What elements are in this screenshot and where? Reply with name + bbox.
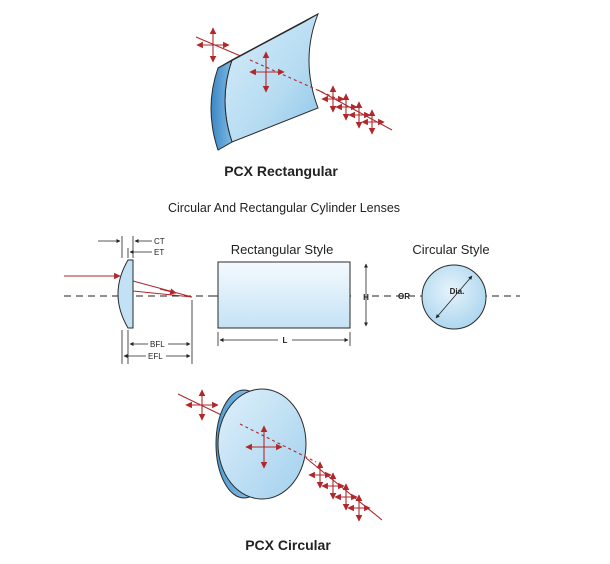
polarization-crosses-right-circular <box>308 461 371 522</box>
pcx-circular-illustration <box>177 388 383 522</box>
circular-lens-face <box>217 388 307 500</box>
rectangular-style-lens <box>217 261 351 329</box>
outgoing-ray <box>317 89 393 131</box>
diameter-label: Dia. <box>450 287 465 296</box>
circular-style-label: Circular Style <box>412 242 489 257</box>
ct-label: CT <box>154 237 165 246</box>
ray-inside-circular-lens <box>239 423 317 463</box>
rectangular-lens-face <box>224 12 319 143</box>
bfl-label: BFL <box>150 340 165 349</box>
ray-inside-lens <box>249 59 341 101</box>
polarization-cross-left-circular <box>185 389 219 421</box>
polarization-crosses-right <box>321 85 385 135</box>
outgoing-ray-circular <box>305 457 383 521</box>
rectangular-lens-top <box>217 13 319 69</box>
diameter-dimension <box>435 275 473 319</box>
pcx-circular-title: PCX Circular <box>245 537 331 553</box>
height-label: H <box>363 293 369 302</box>
polarization-cross-center <box>249 51 285 93</box>
polarization-cross-left <box>196 27 230 63</box>
side-view-diagram: CT ET BFL EFL <box>64 236 520 364</box>
polarization-cross-center-circular <box>245 425 283 469</box>
lens-side-profile <box>117 259 134 329</box>
diagram-subtitle: Circular And Rectangular Cylinder Lenses <box>168 201 400 215</box>
or-label: OR <box>398 292 410 301</box>
length-label: L <box>283 336 288 345</box>
pcx-rectangular-title: PCX Rectangular <box>224 163 338 179</box>
side-ray-converging <box>132 280 193 298</box>
rectangular-lens-curved-edge <box>210 58 233 151</box>
et-label: ET <box>154 248 164 257</box>
rectangular-style-label: Rectangular Style <box>231 242 334 257</box>
efl-label: EFL <box>148 352 163 361</box>
pcx-rectangular-illustration <box>195 12 393 151</box>
